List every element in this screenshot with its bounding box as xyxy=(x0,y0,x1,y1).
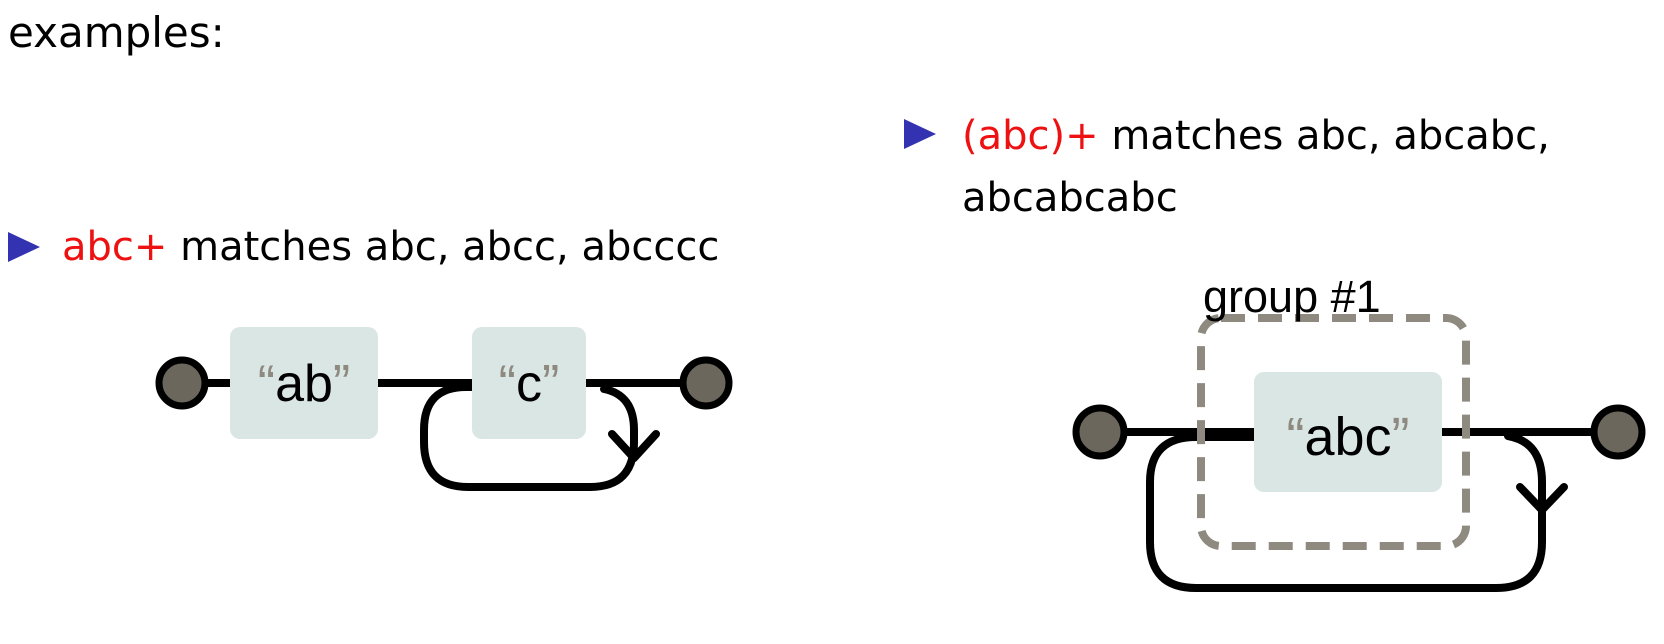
example-description: matches abc, abcabc, xyxy=(1098,113,1550,159)
start-terminal xyxy=(1072,404,1128,460)
end-terminal xyxy=(1590,404,1646,460)
node-box xyxy=(230,327,378,439)
open-quote: “ xyxy=(258,355,275,413)
open-quote: “ xyxy=(499,355,516,413)
example-item-1: abc+ matches abc, abcc, abcccc xyxy=(62,219,719,275)
bullet-triangle-icon xyxy=(904,119,936,149)
open-quote: “ xyxy=(1286,407,1304,467)
end-terminal xyxy=(679,356,733,410)
node-literal: abc xyxy=(1304,407,1391,467)
svg-text:“c”: “c” xyxy=(499,355,560,413)
close-quote: ” xyxy=(1392,407,1410,467)
repeat-loop xyxy=(420,383,638,491)
example-item-2: (abc)+ matches abc, abcabc, xyxy=(962,108,1550,164)
loop-arrow-icon xyxy=(1516,483,1568,514)
loop-arrow-icon xyxy=(608,430,660,462)
svg-text:“ab”: “ab” xyxy=(258,355,351,413)
slide-heading: examples: xyxy=(8,8,225,57)
close-quote: ” xyxy=(333,355,350,413)
example-description: matches abc, abcc, abcccc xyxy=(167,224,720,270)
regex-pattern: (abc)+ xyxy=(962,113,1099,159)
example-description-continued: abcabcabc xyxy=(962,175,1178,221)
close-quote: ” xyxy=(542,355,559,413)
regex-pattern: abc+ xyxy=(62,224,168,270)
node-box xyxy=(472,327,586,439)
repeat-loop xyxy=(1146,432,1546,592)
group-label: group #1 xyxy=(1203,271,1381,322)
bullet-triangle-icon xyxy=(8,232,40,262)
node-literal: ab xyxy=(275,355,333,413)
svg-text:“abc”: “abc” xyxy=(1286,407,1409,467)
node-literal: c xyxy=(516,355,542,413)
node-box xyxy=(1254,372,1442,492)
start-terminal xyxy=(155,356,209,410)
capture-group-box xyxy=(1197,314,1470,550)
